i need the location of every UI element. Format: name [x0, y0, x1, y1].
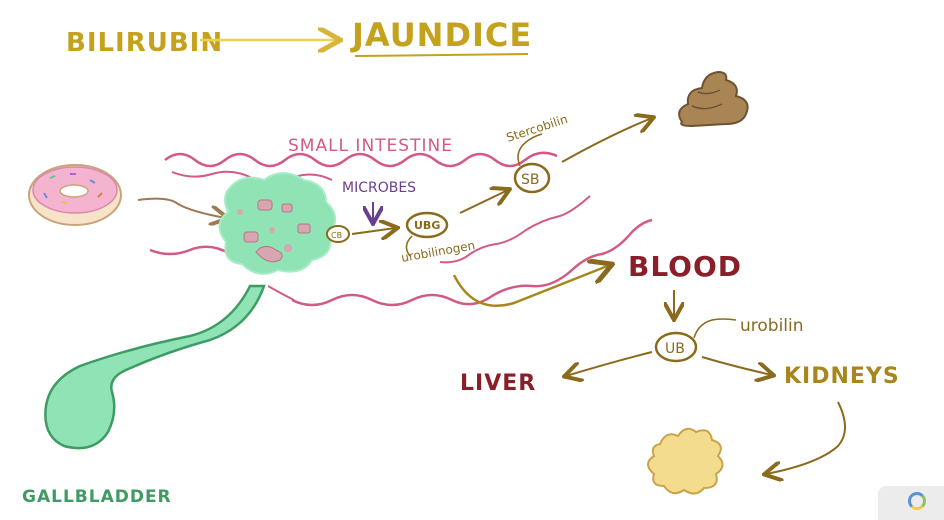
node-sb: [513, 162, 551, 194]
label-stercobilin: Stercobilin: [505, 112, 570, 145]
node-cb: [326, 225, 350, 243]
arrow-ubg-to-blood: [452, 265, 610, 308]
urobilin-connector: [693, 318, 737, 339]
node-ubg-label: UBG: [414, 219, 440, 232]
arrow-ub-to-liver: [566, 351, 653, 376]
node-sb-label: SB: [521, 172, 540, 188]
label-kidneys: KIDNEYS: [784, 364, 900, 389]
label-microbes: MICROBES: [342, 180, 416, 196]
intestine-upper-wall: [164, 151, 558, 168]
label-small-intestine: SMALL INTESTINE: [288, 136, 453, 156]
node-ubg: [405, 211, 449, 239]
label-urobilin: urobilin: [740, 316, 804, 336]
urobilinogen-connector: [405, 235, 413, 257]
label-gallbladder: GALLBLADDER: [22, 487, 172, 507]
arrow-kidneys-to-urine: [766, 401, 846, 474]
donut-icon: [28, 164, 122, 226]
arrow-sb-to-stool: [561, 118, 652, 163]
label-blood: BLOOD: [628, 250, 742, 283]
label-urobilinogen: urobilinogen: [400, 238, 476, 265]
arrow-cb-to-ubg: [351, 228, 396, 234]
bile-blob: [218, 172, 337, 275]
node-ub-label: UB: [665, 341, 685, 357]
label-liver: LIVER: [460, 371, 536, 396]
intestine-lower-wall-inner: [267, 195, 591, 301]
urine-splat-icon: [647, 427, 724, 495]
arrow-ubg-to-sb: [459, 190, 508, 214]
food-arrow: [137, 197, 226, 218]
node-cb-label: CB: [331, 231, 342, 240]
stool-icon: [678, 70, 749, 128]
title-jaundice: JAUNDICE: [350, 16, 532, 54]
title-underline: [354, 53, 529, 57]
title-bilirubin: BILIRUBIN: [66, 28, 223, 58]
stercobilin-connector: [517, 133, 543, 167]
bile-duct: [44, 284, 266, 450]
node-ub: [654, 331, 698, 363]
video-player-logo-icon: [878, 486, 944, 520]
arrow-ub-to-kidneys: [701, 356, 772, 375]
